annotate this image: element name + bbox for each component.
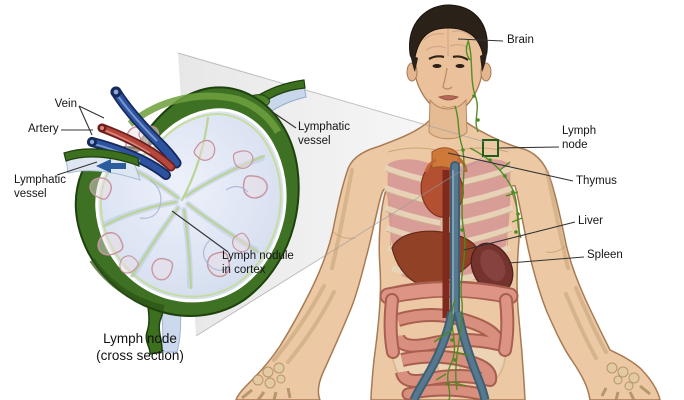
lymphatic-network — [433, 39, 523, 400]
cross-section-caption: Lymph node (cross section) — [96, 331, 184, 363]
brain-leader-line — [457, 38, 504, 42]
lymph-node-highlight-box — [482, 139, 499, 157]
liver-leader-line — [463, 221, 576, 251]
lymph-node-label: Lymph node — [562, 125, 597, 151]
vein-label: Vein — [54, 98, 77, 110]
brain-label: Brain — [507, 34, 534, 46]
liver-label: Liver — [578, 215, 603, 227]
lymphatic-vessel-right-leader-line — [270, 110, 297, 129]
lymphatic-vessel-left-leader-line — [56, 161, 98, 176]
lymphatic-vessel-left-label: Lymphatic vessel — [14, 174, 66, 200]
lymph-nodule-leader-line — [171, 210, 229, 253]
left-lymphatic-vessel — [63, 148, 141, 181]
face-features — [428, 55, 469, 108]
zoom-wedge-lines — [177, 52, 486, 337]
capsule-highlight — [127, 92, 282, 134]
artery-label: Artery — [28, 123, 59, 135]
lymph-node-dots — [446, 94, 520, 386]
lymph-node-leader-line — [498, 146, 560, 149]
capsule-shadow — [89, 258, 165, 311]
lymph-node-cross-section — [63, 79, 307, 355]
flow-arrow-left2-icon — [96, 159, 126, 173]
thymus-leader-line — [447, 152, 574, 182]
hilum-blood-vessels — [87, 86, 182, 180]
central-blood-vessels — [409, 161, 490, 400]
neck-skin — [428, 98, 468, 140]
medulla-swirls — [139, 179, 249, 271]
leader-lines — [56, 38, 585, 264]
spleen-organ — [470, 242, 514, 294]
spleen-label: Spleen — [587, 249, 623, 261]
spleen-leader-line — [508, 256, 585, 264]
lymph-nodule-label: Lymph nodule in cortex — [222, 250, 294, 276]
lymphatic-vessel-right-label: Lymphatic vessel — [298, 121, 350, 147]
trabeculae — [102, 116, 266, 290]
thymus-label: Thymus — [576, 175, 617, 187]
skeleton-hands — [241, 362, 651, 400]
